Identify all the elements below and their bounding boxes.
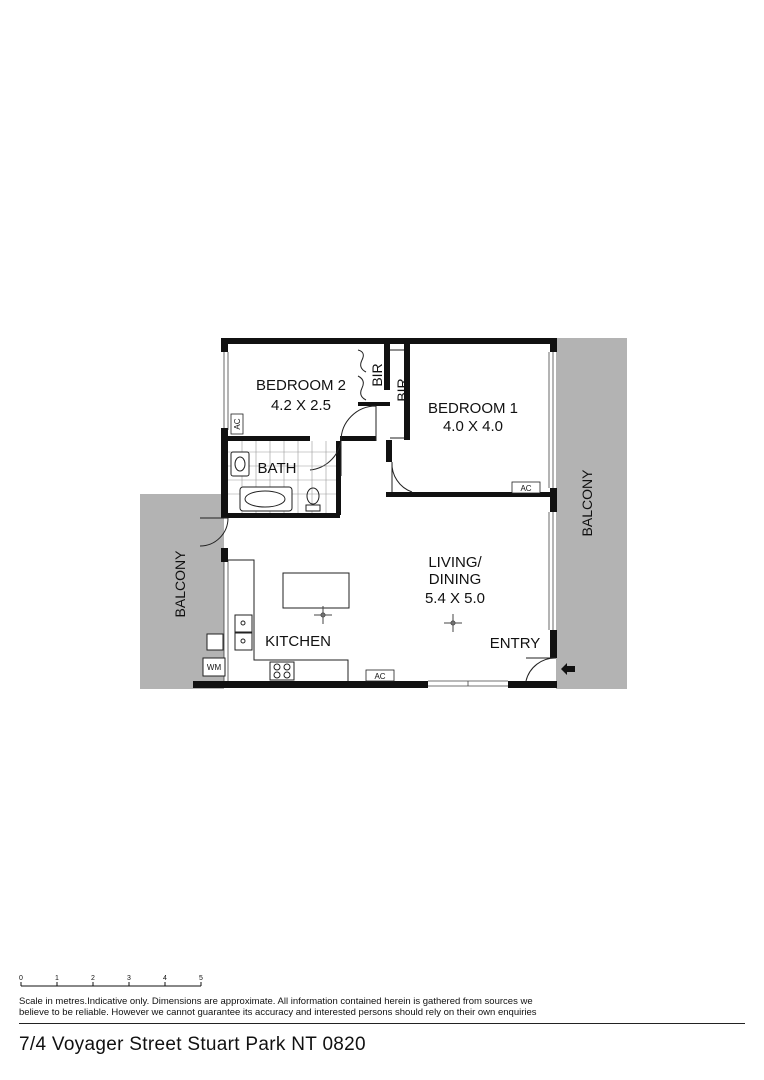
entry-arrow-icon	[561, 663, 575, 675]
kitchen-name: KITCHEN	[265, 633, 331, 650]
kitchen-island	[282, 572, 350, 609]
windows	[223, 352, 554, 687]
ceiling-fan-icon	[314, 606, 462, 632]
scale-tick-5: 5	[199, 975, 203, 982]
balcony-right-label: BALCONY	[579, 469, 595, 537]
bir-right-label: BIR	[394, 378, 410, 401]
scale-tick-4: 4	[163, 975, 167, 982]
bir-left-label: BIR	[369, 363, 385, 386]
disclaimer-line-1: Scale in metres.Indicative only. Dimensi…	[19, 996, 533, 1007]
bath-fixtures	[230, 451, 321, 512]
ac-living-label: AC	[374, 672, 385, 681]
disclaimer-line-2: believe to be reliable. However we canno…	[19, 1007, 537, 1018]
living-name-2: DINING	[429, 571, 482, 588]
ac-bed1-label: AC	[520, 484, 531, 493]
scale-tick-3: 3	[127, 975, 131, 982]
bedroom2-dims: 4.2 X 2.5	[271, 397, 331, 414]
kitchen-fixtures	[202, 559, 350, 681]
bath-name: BATH	[258, 460, 297, 477]
living-name-1: LIVING/	[428, 554, 482, 571]
scale-bar: 0 1 2 3 4 5	[19, 975, 203, 987]
balcony-left-area	[140, 494, 224, 689]
ac-units	[230, 413, 541, 682]
living-dims: 5.4 X 5.0	[425, 590, 485, 607]
scale-tick-1: 1	[55, 975, 59, 982]
scale-tick-0: 0	[19, 975, 23, 982]
bedroom1-name: BEDROOM 1	[428, 400, 518, 417]
ac-bed2-label: AC	[233, 418, 242, 429]
scale-tick-2: 2	[91, 975, 95, 982]
entry-name: ENTRY	[490, 635, 541, 652]
balcony-right-area	[556, 338, 627, 689]
footer-divider	[19, 1023, 745, 1024]
wm-label: WM	[207, 663, 222, 672]
doors	[199, 349, 557, 682]
bedroom2-name: BEDROOM 2	[256, 377, 346, 394]
bedroom1-dims: 4.0 X 4.0	[443, 418, 503, 435]
walls	[193, 338, 557, 688]
floor-plan: BEDROOM 2 4.2 X 2.5 BEDROOM 1 4.0 X 4.0 …	[140, 338, 627, 689]
property-address: 7/4 Voyager Street Stuart Park NT 0820	[19, 1034, 366, 1055]
disclaimer: Scale in metres.Indicative only. Dimensi…	[19, 996, 739, 1018]
balcony-left-label: BALCONY	[172, 550, 188, 618]
